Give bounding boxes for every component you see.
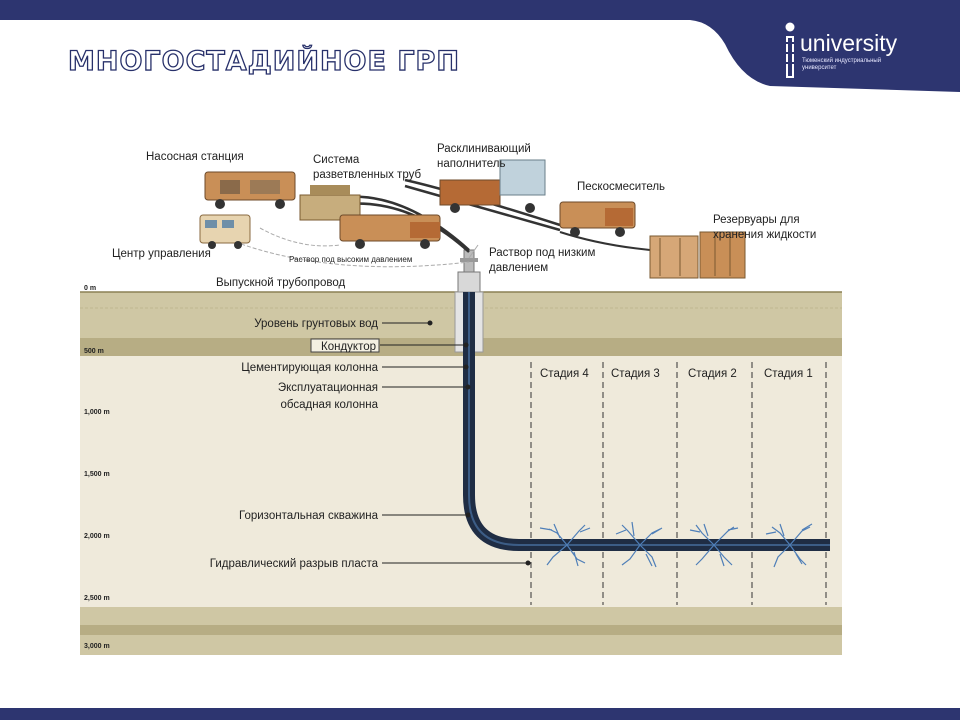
fracture-network [539,521,813,568]
label-control-center: Центр управления [112,248,211,260]
label-low-pressure-2: давлением [489,262,548,274]
university-logo: university Тюменский индустриальный унив… [782,22,932,82]
label-production-casing-2: обсадная колонна [280,399,378,411]
depth-1500: 1,500 m [84,471,110,478]
label-horizontal-well: Горизонтальная скважина [239,510,379,522]
proppant-trucks [439,159,546,213]
bottom-band [0,708,960,720]
depth-500: 500 m [84,348,104,355]
logo-wordmark: university [800,30,898,56]
label-blender: Пескосмеситель [577,181,665,193]
top-band [0,0,960,20]
label-flowback: Выпускной трубопровод [216,277,345,289]
label-groundwater: Уровень грунтовых вод [254,318,378,330]
depth-0: 0 m [84,285,96,292]
depth-1000: 1,000 m [84,409,110,416]
depth-3000: 3,000 m [84,643,110,650]
stage-label-2: Стадия 2 [688,368,737,380]
pump-trucks [204,171,296,209]
control-center-van [199,214,251,249]
stage-label-4: Стадия 4 [540,368,589,380]
label-high-pressure: Раствор под высоким давлением [289,255,412,264]
label-production-casing-1: Эксплуатационная [278,382,378,394]
stage-label-3: Стадия 3 [611,368,660,380]
depth-scale: 0 m 500 m 1,000 m 1,500 m 2,000 m 2,500 … [84,285,110,650]
logo-subtitle: Тюменский индустриальный университет [802,58,882,71]
label-manifold-1: Система [313,154,360,166]
stage-label-1: Стадия 1 [764,368,813,380]
label-tanks-1: Резервуары для [713,214,800,226]
logo-i-icon [785,22,795,78]
depth-2500: 2,500 m [84,595,110,602]
blender-truck [559,201,636,237]
label-tanks-2: хранения жидкости [713,229,816,241]
label-proppant-2: наполнитель [437,158,505,170]
fluid-tanks [649,231,746,279]
label-cement-casing: Цементирующая колонна [241,362,378,374]
surface-labels: Насосная станция Система разветвленных т… [112,143,816,289]
slide-title: МНОГОСТАДИЙНОЕ ГРП [67,45,460,77]
label-hydraulic-fracture: Гидравлический разрыв пласта [210,558,379,570]
header-swoosh [690,20,960,92]
label-conductor: Кондуктор [321,341,376,353]
label-manifold-2: разветвленных труб [313,169,421,181]
label-proppant-1: Расклинивающий [437,143,531,155]
well-labels: Уровень грунтовых вод Кондуктор Цементир… [210,318,380,570]
frac-trucks [339,214,441,249]
label-low-pressure-1: Раствор под низким [489,247,595,259]
leader-lines [380,320,531,566]
label-pump-station: Насосная станция [146,151,244,163]
depth-2000: 2,000 m [84,533,110,540]
stage-dividers [530,362,827,605]
